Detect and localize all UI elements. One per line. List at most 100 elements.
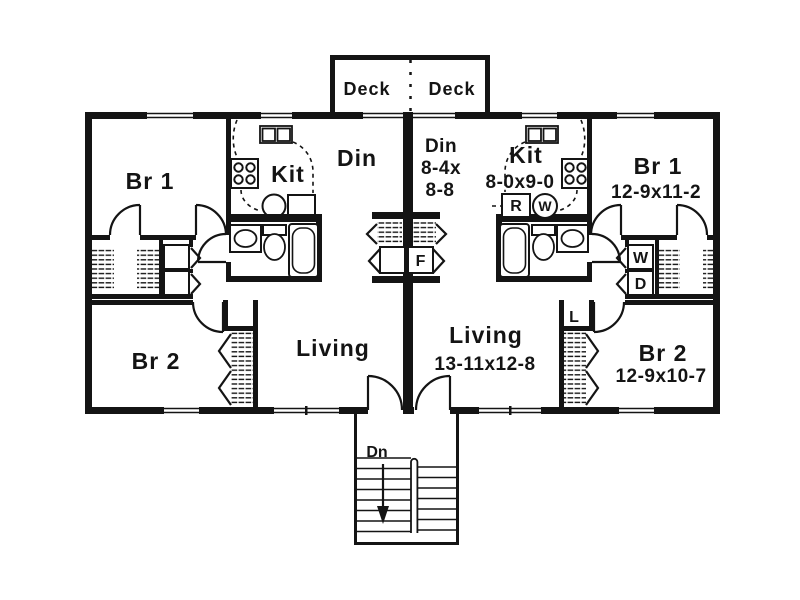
room-label-living-left: Living [296, 335, 370, 361]
washer-label: W [633, 250, 649, 267]
wall [496, 276, 592, 282]
window-icon [274, 406, 339, 415]
wall [625, 240, 629, 247]
wall [226, 276, 322, 282]
stove-icon [230, 158, 259, 189]
room-label-din-right: Din [425, 136, 457, 157]
wall [223, 300, 228, 331]
stairwell [354, 413, 459, 545]
closet-shelves-icon [657, 247, 680, 291]
wall [85, 112, 92, 414]
dryer-label: D [635, 276, 647, 293]
closet-shelves-icon [703, 247, 717, 291]
down-arrow-icon [377, 464, 389, 524]
wall [372, 276, 440, 283]
deck-right-label: Deck [428, 79, 475, 99]
wall [559, 300, 564, 412]
linen-label: L [569, 309, 579, 326]
lavatory-icon [556, 224, 589, 253]
counter-outline [232, 119, 314, 212]
deck [330, 55, 490, 113]
water-heater-icon [532, 193, 558, 219]
bathtub-icon [499, 223, 530, 278]
entry-opening [414, 406, 450, 415]
dryer-icon [627, 270, 654, 296]
door-swing-icon [191, 301, 225, 334]
door-swing-icon [589, 203, 623, 236]
washer-dryer-icon [163, 270, 190, 296]
furnace-label: F [416, 253, 426, 270]
window-icon [617, 111, 654, 120]
window-icon [147, 111, 193, 120]
wall [140, 235, 196, 240]
door-swing-icon [108, 203, 142, 236]
wall [330, 55, 335, 113]
room-label-br2-right: Br 2 [639, 340, 688, 366]
toilet-icon [531, 224, 556, 261]
kitchen-right [492, 119, 590, 219]
wall [485, 55, 490, 113]
bifold-door-icon [365, 223, 448, 274]
stair-rail [410, 457, 419, 533]
kitchen-left [230, 119, 316, 219]
stairs-down-label: Dn [366, 444, 387, 461]
wall [354, 413, 357, 545]
wall [625, 300, 720, 305]
water-heater-icon [261, 193, 287, 219]
stairs-icon [357, 457, 456, 533]
window-icon [261, 111, 292, 120]
bathroom-left [229, 223, 319, 278]
windows [147, 111, 654, 415]
room-label-kit-left: Kit [271, 161, 305, 187]
entry-opening [368, 406, 403, 415]
door-swing-icon [592, 301, 626, 334]
washer-dryer-icon [163, 244, 190, 270]
wall [707, 235, 720, 240]
counter-outline [492, 119, 586, 212]
wall [589, 300, 594, 331]
bifold-door-icon [585, 333, 600, 406]
wall [559, 326, 594, 331]
door-swing-icon [366, 374, 404, 411]
wall [223, 326, 258, 331]
room-label-br2-left: Br 2 [132, 348, 181, 374]
bathtub-icon [288, 223, 319, 278]
door-swings [108, 203, 709, 411]
wall [330, 55, 490, 60]
window-icon [619, 406, 654, 415]
window-icon [164, 406, 199, 415]
closet-shelves-icon [231, 332, 253, 406]
closet-shelves-icon [411, 222, 436, 244]
door-swing-icon [194, 203, 228, 236]
room-label-br1-right: Br 1 [634, 153, 683, 179]
toilet-icon [262, 224, 287, 261]
wall [159, 240, 163, 294]
refrigerator-label: R [510, 198, 522, 215]
dim-din-right-2: 8-8 [426, 180, 455, 201]
room-label-living-right: Living [449, 322, 523, 348]
closet-shelves-icon [91, 247, 114, 291]
wall [189, 269, 193, 273]
bifold-door-icon [615, 247, 627, 295]
wall [189, 240, 193, 247]
wall [354, 542, 459, 545]
wall [85, 235, 110, 240]
kitchen-sink-icon [259, 125, 293, 144]
room-label-din-left: Din [337, 145, 377, 171]
center-utility [365, 212, 448, 283]
wall [85, 294, 193, 299]
wall [625, 294, 720, 299]
wall [621, 235, 677, 240]
furnace-icon [379, 246, 406, 274]
kitchen-sink-icon [525, 125, 559, 144]
dim-br2-right: 12-9x10-7 [615, 366, 706, 387]
door-swing-icon [414, 374, 452, 411]
bifold-door-icon [217, 333, 232, 406]
dim-din-right-1: 8-4x [421, 158, 461, 179]
room-label-kit-right: Kit [509, 142, 543, 168]
dim-living-right: 13-11x12-8 [434, 354, 535, 375]
water-heater-label: W [538, 198, 552, 214]
door-swing-icon [591, 232, 622, 264]
